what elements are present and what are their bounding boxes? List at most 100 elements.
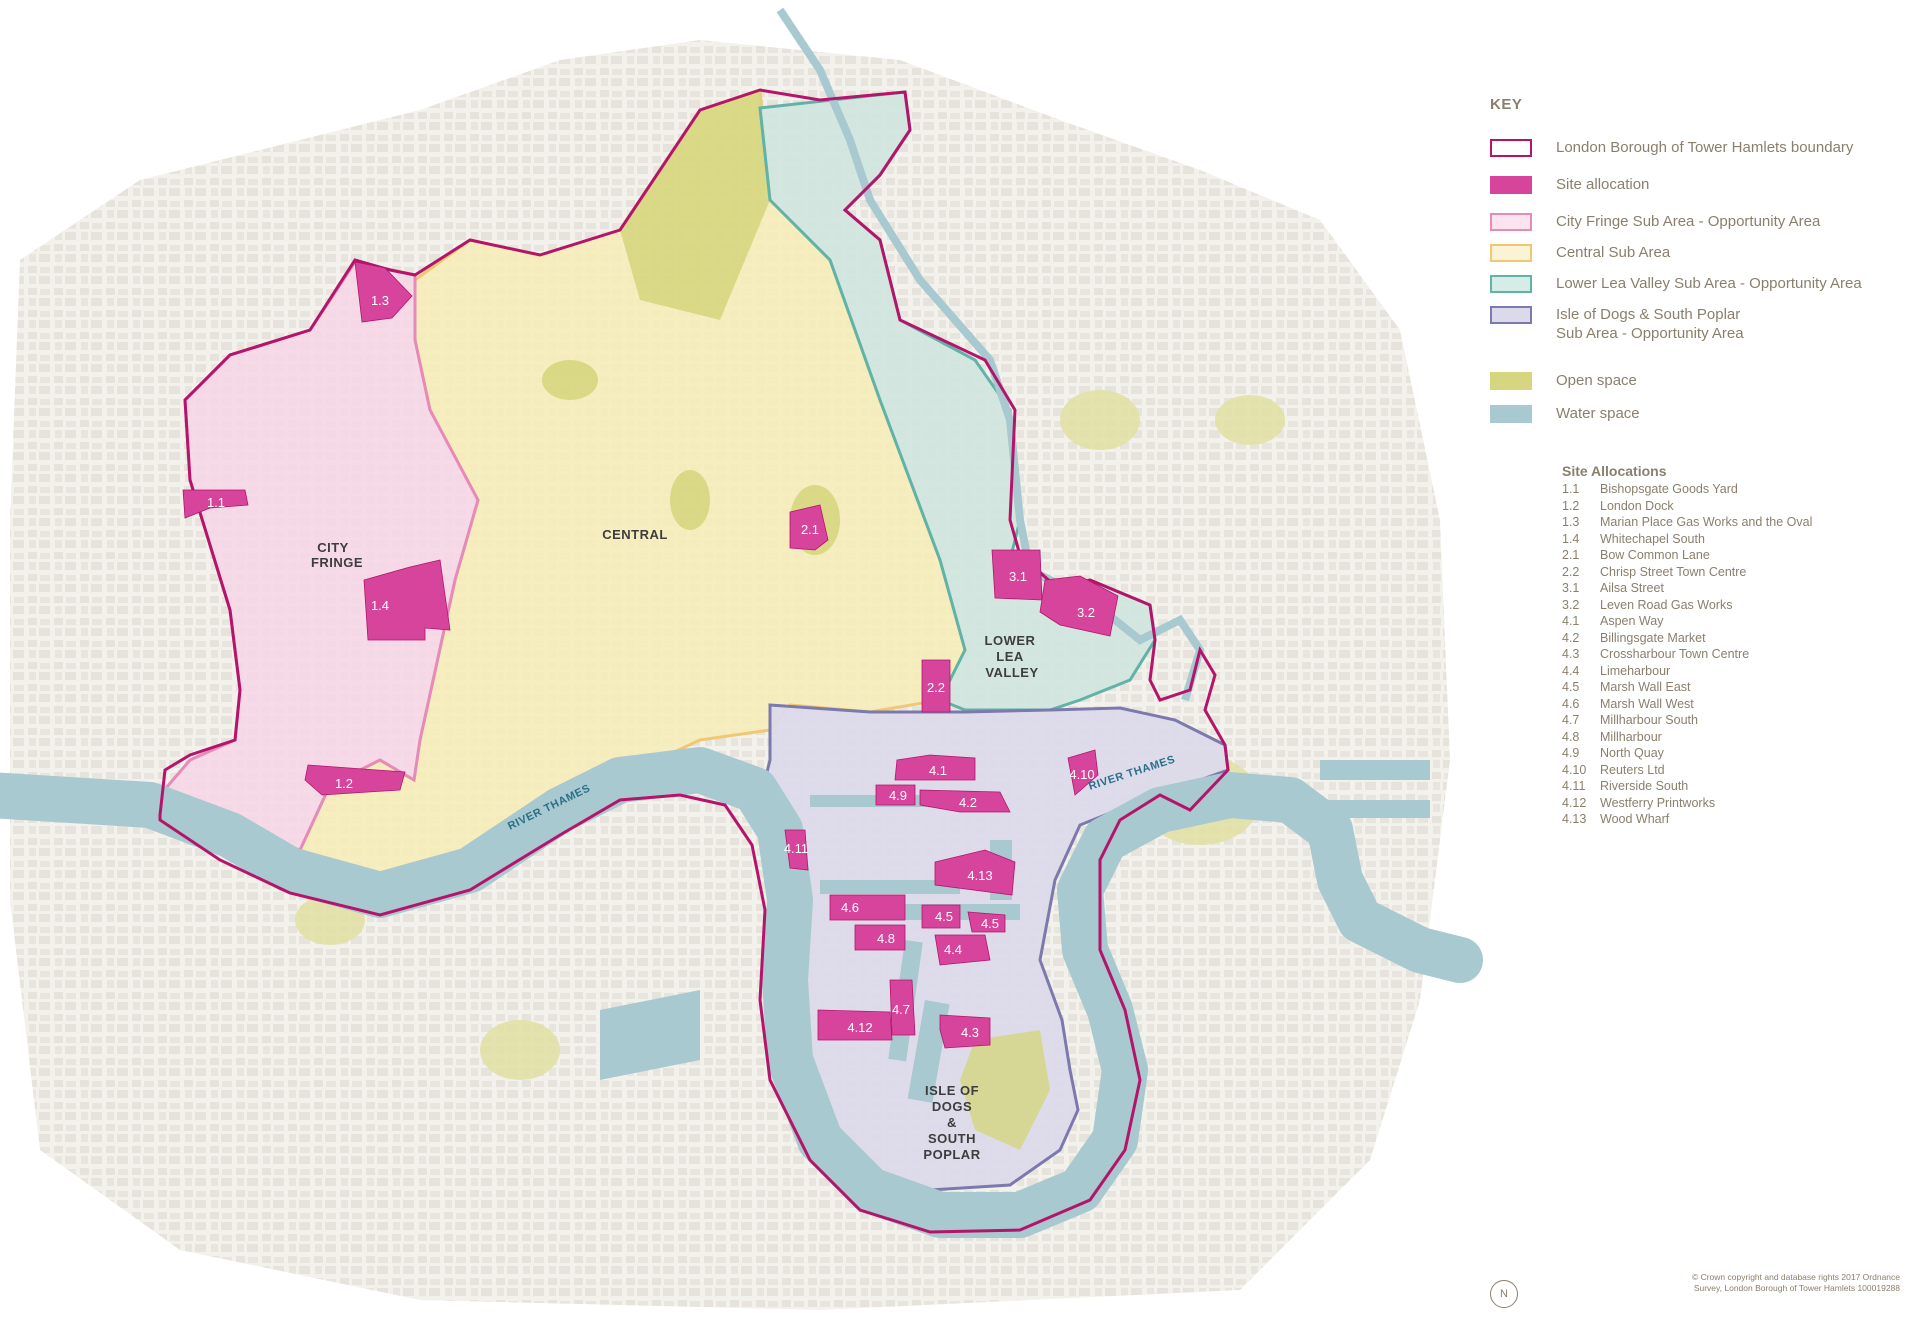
key-swatch [1490, 176, 1532, 194]
site-name: Whitechapel South [1600, 531, 1705, 546]
key-swatch [1490, 405, 1532, 423]
site-name: Billingsgate Market [1600, 630, 1706, 645]
key-item: Central Sub Area [1490, 244, 1900, 262]
zone-label-city-fringe-2: FRINGE [311, 555, 363, 570]
site-4-1[interactable] [894, 754, 976, 781]
zone-label-isle-4: SOUTH [928, 1131, 976, 1146]
site-code: 2.2 [1562, 564, 1580, 579]
site-1-4[interactable] [363, 559, 451, 641]
key-label: City Fringe Sub Area - Opportunity Area [1556, 213, 1821, 230]
site-label-4-7: 4.7 [892, 1002, 910, 1017]
site-4-8[interactable] [854, 924, 906, 951]
zone-label-isle-2: DOGS [932, 1099, 972, 1114]
site-name: Ailsa Street [1600, 581, 1664, 595]
key-label: Isle of Dogs & South Poplar Sub Area - O… [1556, 306, 1744, 342]
site-label-1-3: 1.3 [371, 293, 389, 308]
site-label-4-8: 4.8 [877, 931, 895, 946]
site-name: Wood Wharf [1600, 812, 1670, 826]
site-4-4[interactable] [934, 934, 991, 966]
site-allocations-title: Site Allocations [1562, 463, 1667, 479]
site-4-5a[interactable] [921, 904, 961, 929]
key-title: KEY [1490, 96, 1523, 113]
site-1-2[interactable] [304, 764, 406, 796]
zone-label-central: CENTRAL [602, 527, 668, 542]
site-4-9[interactable] [875, 784, 916, 806]
site-name: London Dock [1600, 498, 1674, 513]
site-allocations-layer [182, 261, 1119, 1049]
site-code: 4.6 [1562, 696, 1580, 711]
site-2-2[interactable] [921, 659, 951, 713]
site-code: 1.4 [1562, 531, 1580, 546]
site-4-6[interactable] [829, 894, 906, 921]
map-key: KEY London Borough of Tower Hamlets boun… [1490, 96, 1900, 423]
site-4-7[interactable] [889, 979, 916, 1036]
key-label: London Borough of Tower Hamlets boundary [1556, 139, 1854, 156]
key-item: Site allocation [1490, 176, 1900, 194]
site-allocation-item: 1.2 London Dock [1562, 498, 1812, 515]
site-4-10[interactable] [1067, 749, 1099, 796]
site-name: Marian Place Gas Works and the Oval [1600, 515, 1813, 529]
site-label-4-2: 4.2 [959, 795, 977, 810]
copyright-notice: © Crown copyright and database rights 20… [1691, 1272, 1900, 1293]
site-allocation-item: 4.3 Crossharbour Town Centre [1562, 646, 1812, 663]
site-label-1-2: 1.2 [335, 776, 353, 791]
site-code: 4.2 [1562, 630, 1580, 645]
zone-label-isle-5: POPLAR [923, 1147, 980, 1162]
site-label-3-1: 3.1 [1009, 569, 1027, 584]
key-label: Central Sub Area [1556, 244, 1671, 261]
site-4-11[interactable] [784, 829, 809, 871]
site-name: Crossharbour Town Centre [1600, 647, 1750, 661]
site-label-4-12: 4.12 [847, 1020, 872, 1035]
site-1-3[interactable] [354, 261, 413, 323]
key-swatch [1490, 372, 1532, 390]
key-label: Site allocation [1556, 176, 1650, 193]
zone-labels: CITY FRINGE CENTRAL LOWER LEA VALLEY ISL… [311, 527, 1038, 1162]
key-item: London Borough of Tower Hamlets boundary [1490, 139, 1900, 157]
zone-label-city-fringe-1: CITY [317, 540, 349, 555]
site-4-5b[interactable] [967, 911, 1006, 933]
site-allocation-item: 4.11 Riverside South [1562, 778, 1812, 795]
site-4-3[interactable] [939, 1014, 991, 1049]
site-code: 4.1 [1562, 614, 1580, 628]
zone-label-lower-3: VALLEY [985, 665, 1038, 680]
site-label-4-3: 4.3 [961, 1025, 979, 1040]
site-1-1[interactable] [182, 489, 249, 519]
site-code: 4.11 [1562, 779, 1586, 793]
key-item: Isle of Dogs & South Poplar Sub Area - O… [1490, 306, 1900, 343]
site-label-1-4: 1.4 [371, 598, 389, 613]
site-code: 4.5 [1562, 680, 1580, 694]
site-code: 1.2 [1562, 498, 1580, 513]
site-4-13[interactable] [934, 849, 1016, 896]
key-item: Open space [1490, 372, 1900, 390]
site-3-2[interactable] [1039, 575, 1119, 637]
site-labels: 1.1 1.2 1.3 1.4 2.1 2.2 3.1 3.2 4.1 4.2 … [207, 293, 1095, 1040]
site-code: 4.3 [1562, 647, 1580, 661]
zone-label-lower-2: LEA [996, 649, 1024, 664]
site-code: 4.4 [1562, 663, 1580, 678]
site-allocation-item: 4.6 Marsh Wall West [1562, 696, 1812, 713]
compass-letter: N [1500, 1288, 1508, 1300]
key-swatch [1490, 139, 1532, 157]
site-name: Marsh Wall West [1600, 696, 1694, 711]
site-name: Riverside South [1600, 779, 1689, 793]
site-code: 2.1 [1562, 548, 1580, 562]
river-lea [776, 7, 1205, 702]
key-item: Lower Lea Valley Sub Area - Opportunity … [1490, 275, 1900, 293]
zone-label-isle-1: ISLE OF [925, 1083, 979, 1098]
site-4-12[interactable] [817, 1009, 893, 1041]
site-name: North Quay [1600, 746, 1664, 760]
site-code: 4.7 [1562, 713, 1580, 727]
site-code: 4.12 [1562, 795, 1587, 810]
site-2-1[interactable] [789, 504, 829, 551]
key-item: City Fringe Sub Area - Opportunity Area [1490, 213, 1900, 231]
site-4-2[interactable] [919, 789, 1011, 813]
